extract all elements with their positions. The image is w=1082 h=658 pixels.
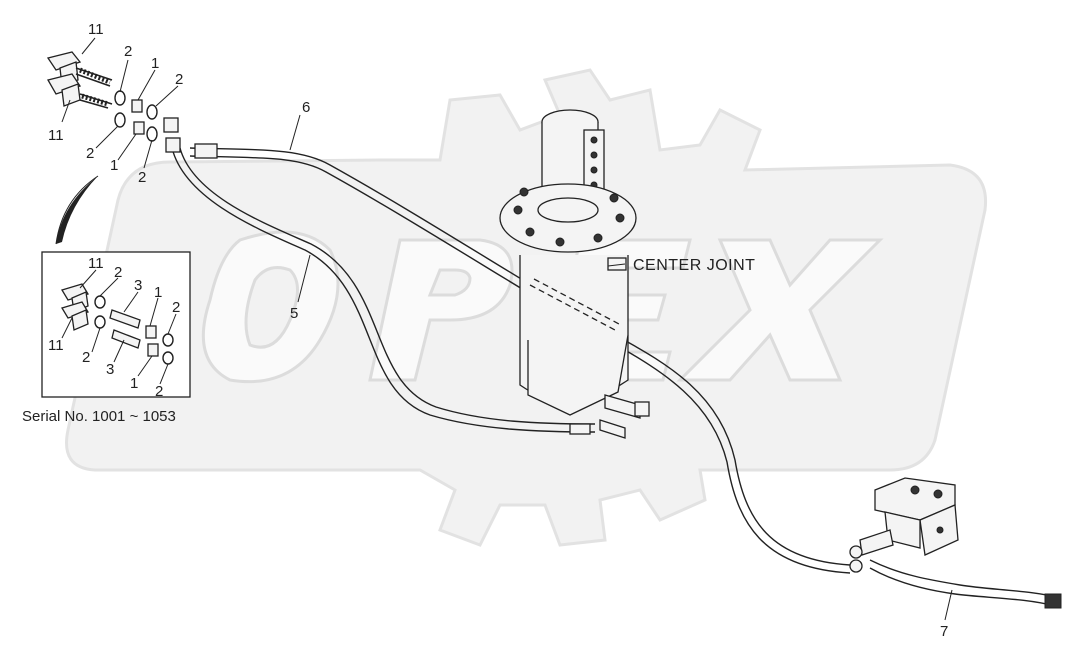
inset-label-2: 2: [82, 349, 90, 366]
hose-7: [869, 559, 1062, 609]
inset-label-2: 2: [114, 264, 122, 281]
label-hose-5: 5: [290, 305, 298, 322]
inset-label-1: 1: [130, 375, 138, 392]
label-hose-6: 6: [302, 99, 310, 116]
label-2: 2: [175, 71, 183, 88]
inset-label-3: 3: [106, 361, 114, 378]
valve-block: [849, 477, 959, 573]
center-joint: [499, 109, 650, 439]
hose-5: [171, 147, 596, 435]
inset-label-2: 2: [172, 299, 180, 316]
inset-label-2: 2: [155, 383, 163, 400]
label-2: 2: [138, 169, 146, 186]
label-1: 1: [151, 55, 159, 72]
fittings-top-left: [46, 51, 181, 153]
inset-label-3: 3: [134, 277, 142, 294]
label-hose-7: 7: [940, 623, 948, 640]
hose-7-end-fitting: [1044, 593, 1062, 609]
center-joint-label: CENTER JOINT: [633, 257, 755, 274]
hose-5-end-fitting: [569, 423, 591, 435]
label-2: 2: [124, 43, 132, 60]
hose-6-end-fitting: [194, 143, 218, 159]
label-11-top: 11: [88, 21, 104, 38]
label-2: 2: [86, 145, 94, 162]
inset-label-1: 1: [154, 284, 162, 301]
leader-lines: [61, 37, 953, 621]
inset-label-11: 11: [48, 337, 64, 354]
inset-box: [41, 251, 191, 398]
serial-label: Serial No. 1001 ~ 1053: [22, 408, 176, 425]
inset-label-11: 11: [88, 255, 104, 272]
label-11-bottom: 11: [48, 127, 64, 144]
label-1: 1: [110, 157, 118, 174]
